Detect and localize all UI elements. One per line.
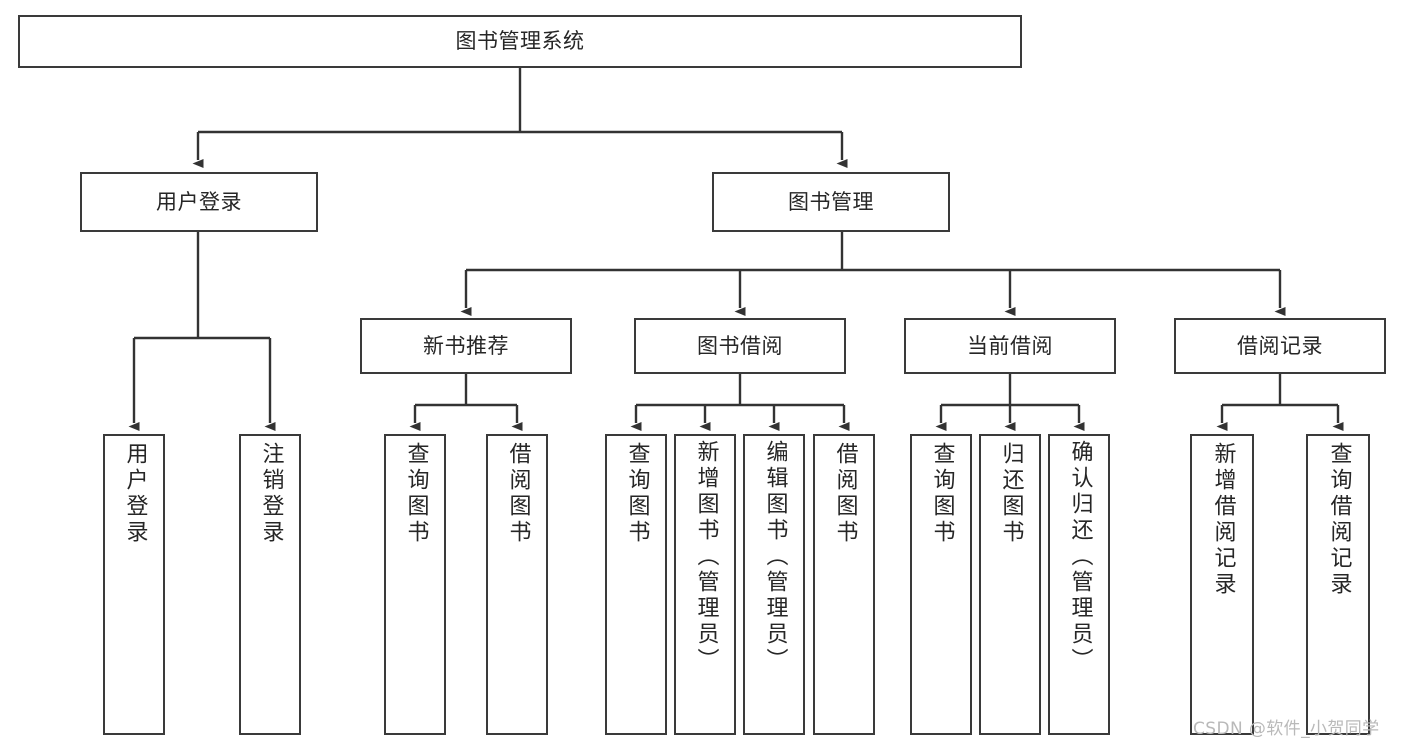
leaf-query-book-1[interactable]: 查询图书 xyxy=(384,434,446,735)
leaf-add-book-label: 新增图书（管理员） xyxy=(693,440,719,674)
leaf-logout-label: 注销登录 xyxy=(258,442,284,546)
leaf-query-book-3-label: 查询图书 xyxy=(929,442,955,546)
leaf-add-record-label: 新增借阅记录 xyxy=(1210,442,1236,598)
leaf-logout[interactable]: 注销登录 xyxy=(239,434,301,735)
node-new-book-rec[interactable]: 新书推荐 xyxy=(360,318,572,374)
node-borrow-record-label: 借阅记录 xyxy=(1237,333,1323,358)
node-user-login[interactable]: 用户登录 xyxy=(80,172,318,232)
node-book-manage[interactable]: 图书管理 xyxy=(712,172,950,232)
node-borrow-record[interactable]: 借阅记录 xyxy=(1174,318,1386,374)
leaf-query-record-label: 查询借阅记录 xyxy=(1326,442,1352,598)
leaf-edit-book[interactable]: 编辑图书（管理员） xyxy=(743,434,805,735)
leaf-query-book-2[interactable]: 查询图书 xyxy=(605,434,667,735)
node-book-manage-label: 图书管理 xyxy=(788,189,874,214)
leaf-user-login[interactable]: 用户登录 xyxy=(103,434,165,735)
leaf-borrow-book-2-label: 借阅图书 xyxy=(832,442,858,546)
leaf-return-book-label: 归还图书 xyxy=(998,442,1024,546)
node-root[interactable]: 图书管理系统 xyxy=(18,15,1022,68)
leaf-query-book-1-label: 查询图书 xyxy=(403,442,429,546)
node-current-borrow[interactable]: 当前借阅 xyxy=(904,318,1116,374)
csdn-watermark: CSDN @软件_小贺同学 xyxy=(1193,719,1380,739)
node-current-borrow-label: 当前借阅 xyxy=(967,333,1053,358)
leaf-return-book[interactable]: 归还图书 xyxy=(979,434,1041,735)
leaf-user-login-label: 用户登录 xyxy=(122,442,148,546)
node-root-label: 图书管理系统 xyxy=(455,29,585,54)
leaf-query-record[interactable]: 查询借阅记录 xyxy=(1306,434,1370,735)
leaf-query-book-3[interactable]: 查询图书 xyxy=(910,434,972,735)
leaf-add-record[interactable]: 新增借阅记录 xyxy=(1190,434,1254,735)
leaf-borrow-book-2[interactable]: 借阅图书 xyxy=(813,434,875,735)
leaf-borrow-book-1-label: 借阅图书 xyxy=(505,442,531,546)
node-book-borrow-label: 图书借阅 xyxy=(697,333,783,358)
leaf-borrow-book-1[interactable]: 借阅图书 xyxy=(486,434,548,735)
node-book-borrow[interactable]: 图书借阅 xyxy=(634,318,846,374)
leaf-confirm-return-label: 确认归还（管理员） xyxy=(1067,440,1093,674)
node-new-book-rec-label: 新书推荐 xyxy=(423,333,509,358)
leaf-add-book[interactable]: 新增图书（管理员） xyxy=(674,434,736,735)
node-user-login-label: 用户登录 xyxy=(156,189,242,214)
leaf-query-book-2-label: 查询图书 xyxy=(624,442,650,546)
leaf-confirm-return[interactable]: 确认归还（管理员） xyxy=(1048,434,1110,735)
leaf-edit-book-label: 编辑图书（管理员） xyxy=(762,440,788,674)
